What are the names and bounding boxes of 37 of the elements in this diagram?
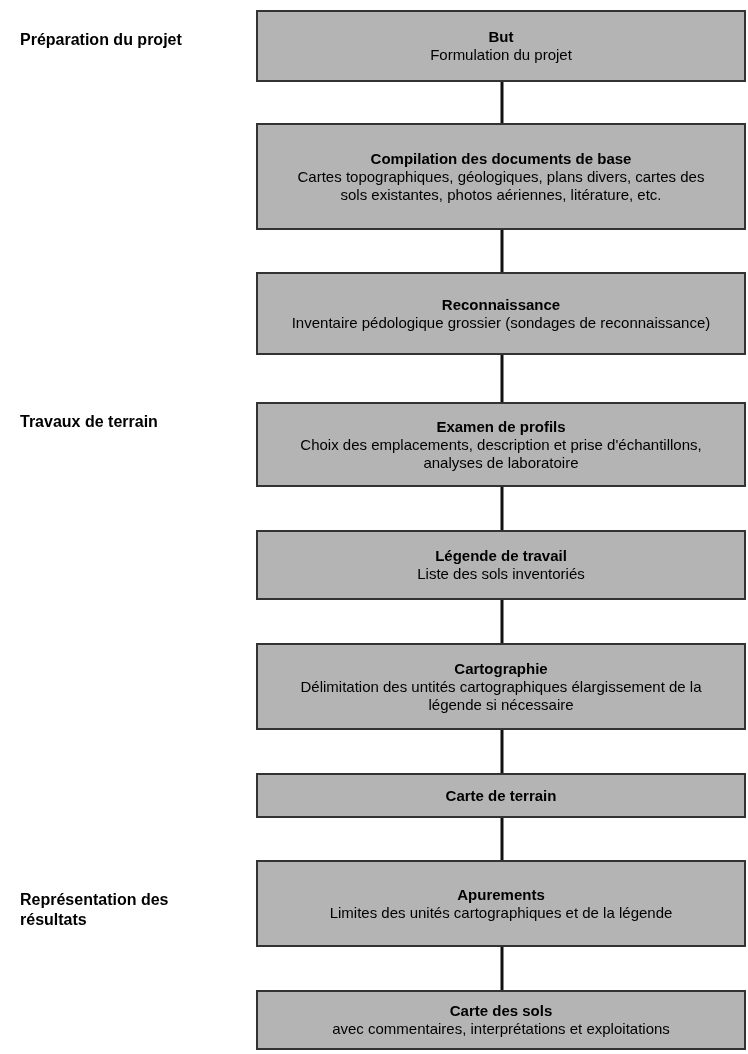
process-box [256, 530, 746, 600]
connector-line [500, 600, 504, 643]
process-box [256, 10, 746, 82]
box-title: But [488, 28, 514, 46]
box-description: Liste des sols inventoriés [417, 565, 585, 583]
box-title: Examen de profils [436, 417, 566, 436]
box-description: Délimitation des untités cartographiques élargissement de la légende si nécessaire [299, 677, 703, 714]
process-box [256, 860, 746, 947]
phase-label: Préparation du projet [20, 30, 183, 50]
process-box [256, 272, 746, 355]
box-title: Légende de travail [435, 547, 567, 565]
process-box [256, 773, 746, 818]
box-title: Cartographie [454, 659, 548, 678]
box-title: Carte de terrain [445, 786, 557, 805]
phase-label: Représentation des résultats [20, 890, 170, 930]
connector-line [500, 355, 504, 402]
box-title: Compilation des documents de base [370, 149, 632, 168]
connector-line [500, 947, 504, 990]
connector-line [500, 82, 504, 123]
connector-line [500, 730, 504, 773]
phase-label: Travaux de terrain [20, 412, 159, 432]
process-box [256, 643, 746, 730]
box-title: Reconnaissance [441, 295, 561, 314]
connector-line [500, 230, 504, 272]
box-description: Limites des unités cartographiques et de la légende [329, 903, 673, 922]
connector-line [500, 487, 504, 530]
process-box [256, 123, 746, 230]
box-description: Choix des emplacements, description et prise d'échantillons, analyses de laboratoire [299, 435, 703, 472]
box-description: Cartes topographiques, géologiques, plans divers, cartes des sols existantes, photos aériennes, litérature, etc. [296, 167, 706, 204]
box-description: avec commentaires, interprétations et exploitations [332, 1020, 670, 1038]
connector-line [500, 818, 504, 860]
box-description: Formulation du projet [430, 46, 572, 64]
box-description: Inventaire pédologique grossier (sondages de reconnaissance) [291, 313, 711, 332]
process-box [256, 402, 746, 487]
process-box [256, 990, 746, 1050]
box-title: Apurements [457, 885, 545, 904]
box-title: Carte des sols [449, 1002, 553, 1020]
